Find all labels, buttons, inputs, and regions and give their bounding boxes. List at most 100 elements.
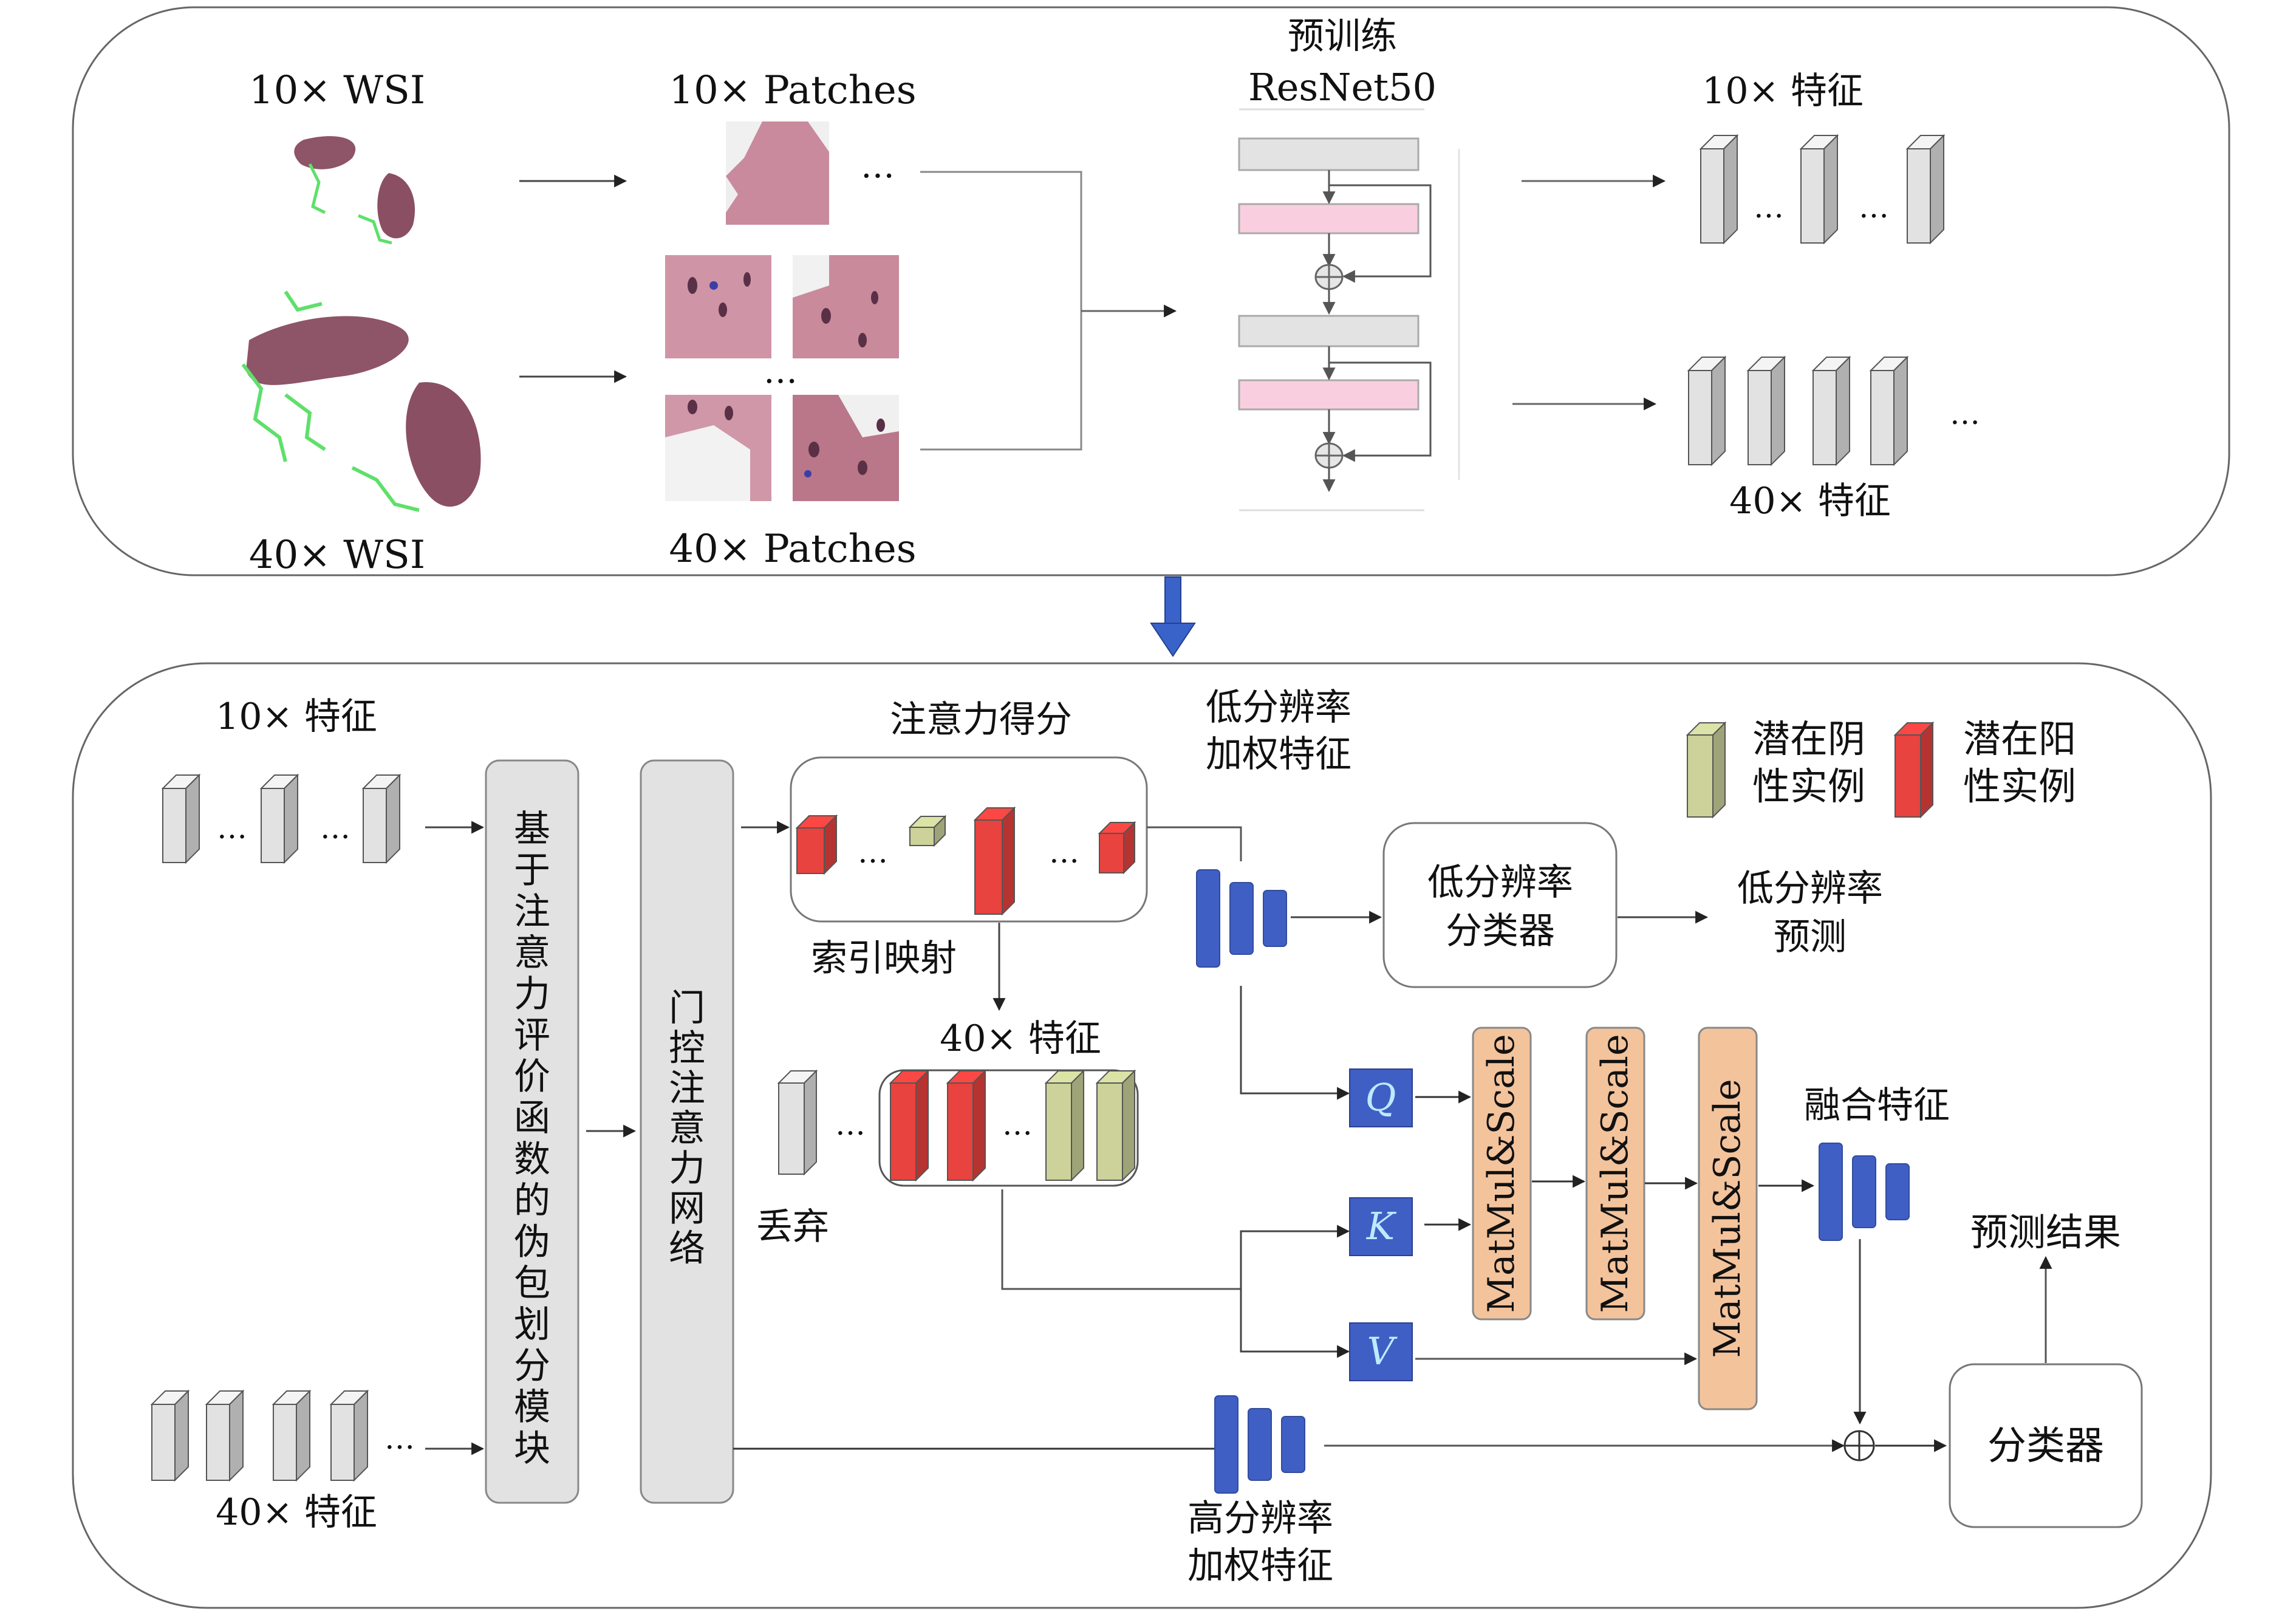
query-block: Q (1349, 1068, 1413, 1127)
legend-positive-line1: 潜在阳 (1963, 717, 2076, 761)
matmul-1-label: MatMul&Scale (1480, 1034, 1523, 1313)
patches-40x-grid (665, 255, 899, 501)
pseudo-bag-module-char: 力 (514, 973, 550, 1016)
feature-vector-10x (161, 773, 201, 864)
feature-vector-40x (329, 1389, 369, 1482)
low-res-classifier-label-line2: 分类器 (1446, 910, 1555, 952)
features-40x-ellipsis: … (1950, 396, 1980, 431)
feature-vector-40x (1687, 355, 1727, 467)
pseudo-bag-module-char: 分 (514, 1345, 550, 1387)
legend-positive-cube (1893, 721, 1935, 819)
resnet-conv-layer-2 (1238, 315, 1420, 347)
feature-vector-10x (1905, 134, 1946, 245)
v-label: V (1367, 1329, 1398, 1373)
attention-score-label: 注意力得分 (890, 699, 1072, 741)
features-40x-top-label: 40× 特征 (1729, 480, 1891, 522)
patches-40x-label: 40× Patches (669, 527, 916, 572)
resnet-bn-layer-1 (1238, 203, 1420, 234)
features-10x-ellipsis-1: … (1754, 190, 1784, 225)
arrow-to-v (1240, 1289, 1350, 1358)
low-res-weighted-features (1196, 869, 1287, 968)
high-res-weighted-label-line1: 高分辨率 (1187, 1497, 1333, 1540)
gated-attention-char: 意 (669, 1107, 705, 1150)
legend-negative-line1: 潜在阴 (1752, 717, 1865, 761)
features-40x-input-label: 40× 特征 (216, 1491, 377, 1534)
fused-features-label: 融合特征 (1804, 1084, 1950, 1127)
feature-vector-40x (205, 1389, 245, 1482)
index-mapping-label: 索引映射 (811, 937, 957, 980)
low-res-weighted-label-line1: 低分辨率 (1206, 686, 1351, 729)
resnet-conv-layer-1 (1238, 137, 1420, 171)
matmul-scale-block-2: MatMul&Scale (1585, 1027, 1645, 1321)
patches-10x-label: 10× Patches (669, 68, 916, 113)
wsi-10x-label: 10× WSI (249, 68, 425, 113)
features-10x-top-label: 10× 特征 (1702, 70, 1864, 112)
pseudo-bag-module-char: 函 (514, 1097, 550, 1140)
discarded-instance-cube (777, 1069, 818, 1176)
wsi-40x-label: 40× WSI (249, 533, 425, 578)
fused-bar-3 (1885, 1163, 1910, 1220)
legend-positive-swatch (1893, 721, 1935, 819)
matmul-3-label: MatMul&Scale (1706, 1079, 1749, 1358)
resnet-bn-layer-2 (1238, 379, 1420, 411)
pseudo-bag-module-char: 包 (514, 1262, 550, 1305)
positive-instance (795, 814, 838, 875)
arrow-low-res-to-q (1240, 986, 1350, 1100)
prediction-result-label: 预测结果 (1970, 1210, 2121, 1254)
pseudo-bag-module-char: 块 (514, 1427, 550, 1470)
legend-negative-cube (1686, 721, 1727, 819)
k-label: K (1366, 1204, 1397, 1248)
pseudo-bag-module-char: 划 (514, 1304, 550, 1346)
input-10x-ellipsis-1: … (217, 810, 247, 846)
legend: 潜在阴 性实例 潜在阳 性实例 (1686, 717, 2076, 819)
selected-instances (889, 1069, 1136, 1182)
matmul-scale-block-3: MatMul&Scale (1698, 1027, 1758, 1410)
features-40x-selected-label: 40× 特征 (940, 1017, 1101, 1060)
feature-vector-40x (1811, 355, 1851, 467)
matmul-scale-block-1: MatMul&Scale (1472, 1027, 1532, 1321)
feature-vector-40x (272, 1389, 312, 1482)
gated-attention-network (640, 759, 734, 1504)
patches-to-resnet-connector (920, 171, 1082, 451)
pseudo-bag-module-char: 价 (514, 1056, 550, 1098)
gated-attention-char: 力 (669, 1147, 705, 1190)
patches-40x-ellipsis: … (764, 352, 798, 391)
low-res-classifier-label-line1: 低分辨率 (1427, 861, 1573, 904)
attention-score-box (790, 756, 1148, 923)
low-res-prediction-label-line2: 预测 (1774, 916, 1847, 959)
input-10x-ellipsis-2: … (320, 810, 350, 846)
feature-vector-40x (150, 1389, 190, 1482)
q-label: Q (1365, 1075, 1396, 1119)
feature-vector-10x (361, 773, 401, 864)
selected-negative-instance (1044, 1069, 1085, 1182)
low-res-weighted-bar-2 (1229, 882, 1254, 955)
low-res-weighted-bar-3 (1263, 890, 1287, 947)
selected-positive-instance (889, 1069, 930, 1182)
high-res-weighted-bar-2 (1248, 1408, 1272, 1481)
patch-10x (726, 121, 829, 225)
low-res-weighted-bar-1 (1196, 869, 1220, 968)
low-res-weighted-label-line2: 加权特征 (1206, 733, 1351, 776)
low-res-prediction-label-line1: 低分辨率 (1737, 867, 1883, 910)
pseudo-bag-module-char: 评 (514, 1014, 550, 1057)
features-10x-input-label: 10× 特征 (216, 696, 377, 738)
pseudo-bag-module-char: 基 (514, 808, 550, 850)
attention-ellipsis-2: … (1049, 835, 1079, 870)
gated-attention-char: 控 (669, 1027, 705, 1070)
classifier-label: 分类器 (1987, 1424, 2104, 1469)
feature-stack-10x-input (161, 773, 401, 864)
residual-add-icon-2 (1314, 442, 1344, 469)
discard-ellipsis: … (835, 1107, 866, 1142)
panel-connector-arrow-icon (1150, 576, 1196, 657)
pseudo-bag-module-char: 注 (514, 890, 550, 933)
legend-negative-swatch (1686, 721, 1727, 819)
resnet50-block (1238, 108, 1460, 511)
positive-instance (1098, 821, 1136, 875)
patches-10x-ellipsis: … (861, 146, 895, 186)
value-block: V (1349, 1322, 1413, 1381)
high-res-weighted-bar-1 (1214, 1395, 1239, 1494)
resnet-title-pretrained: 预训练 (1288, 15, 1397, 58)
